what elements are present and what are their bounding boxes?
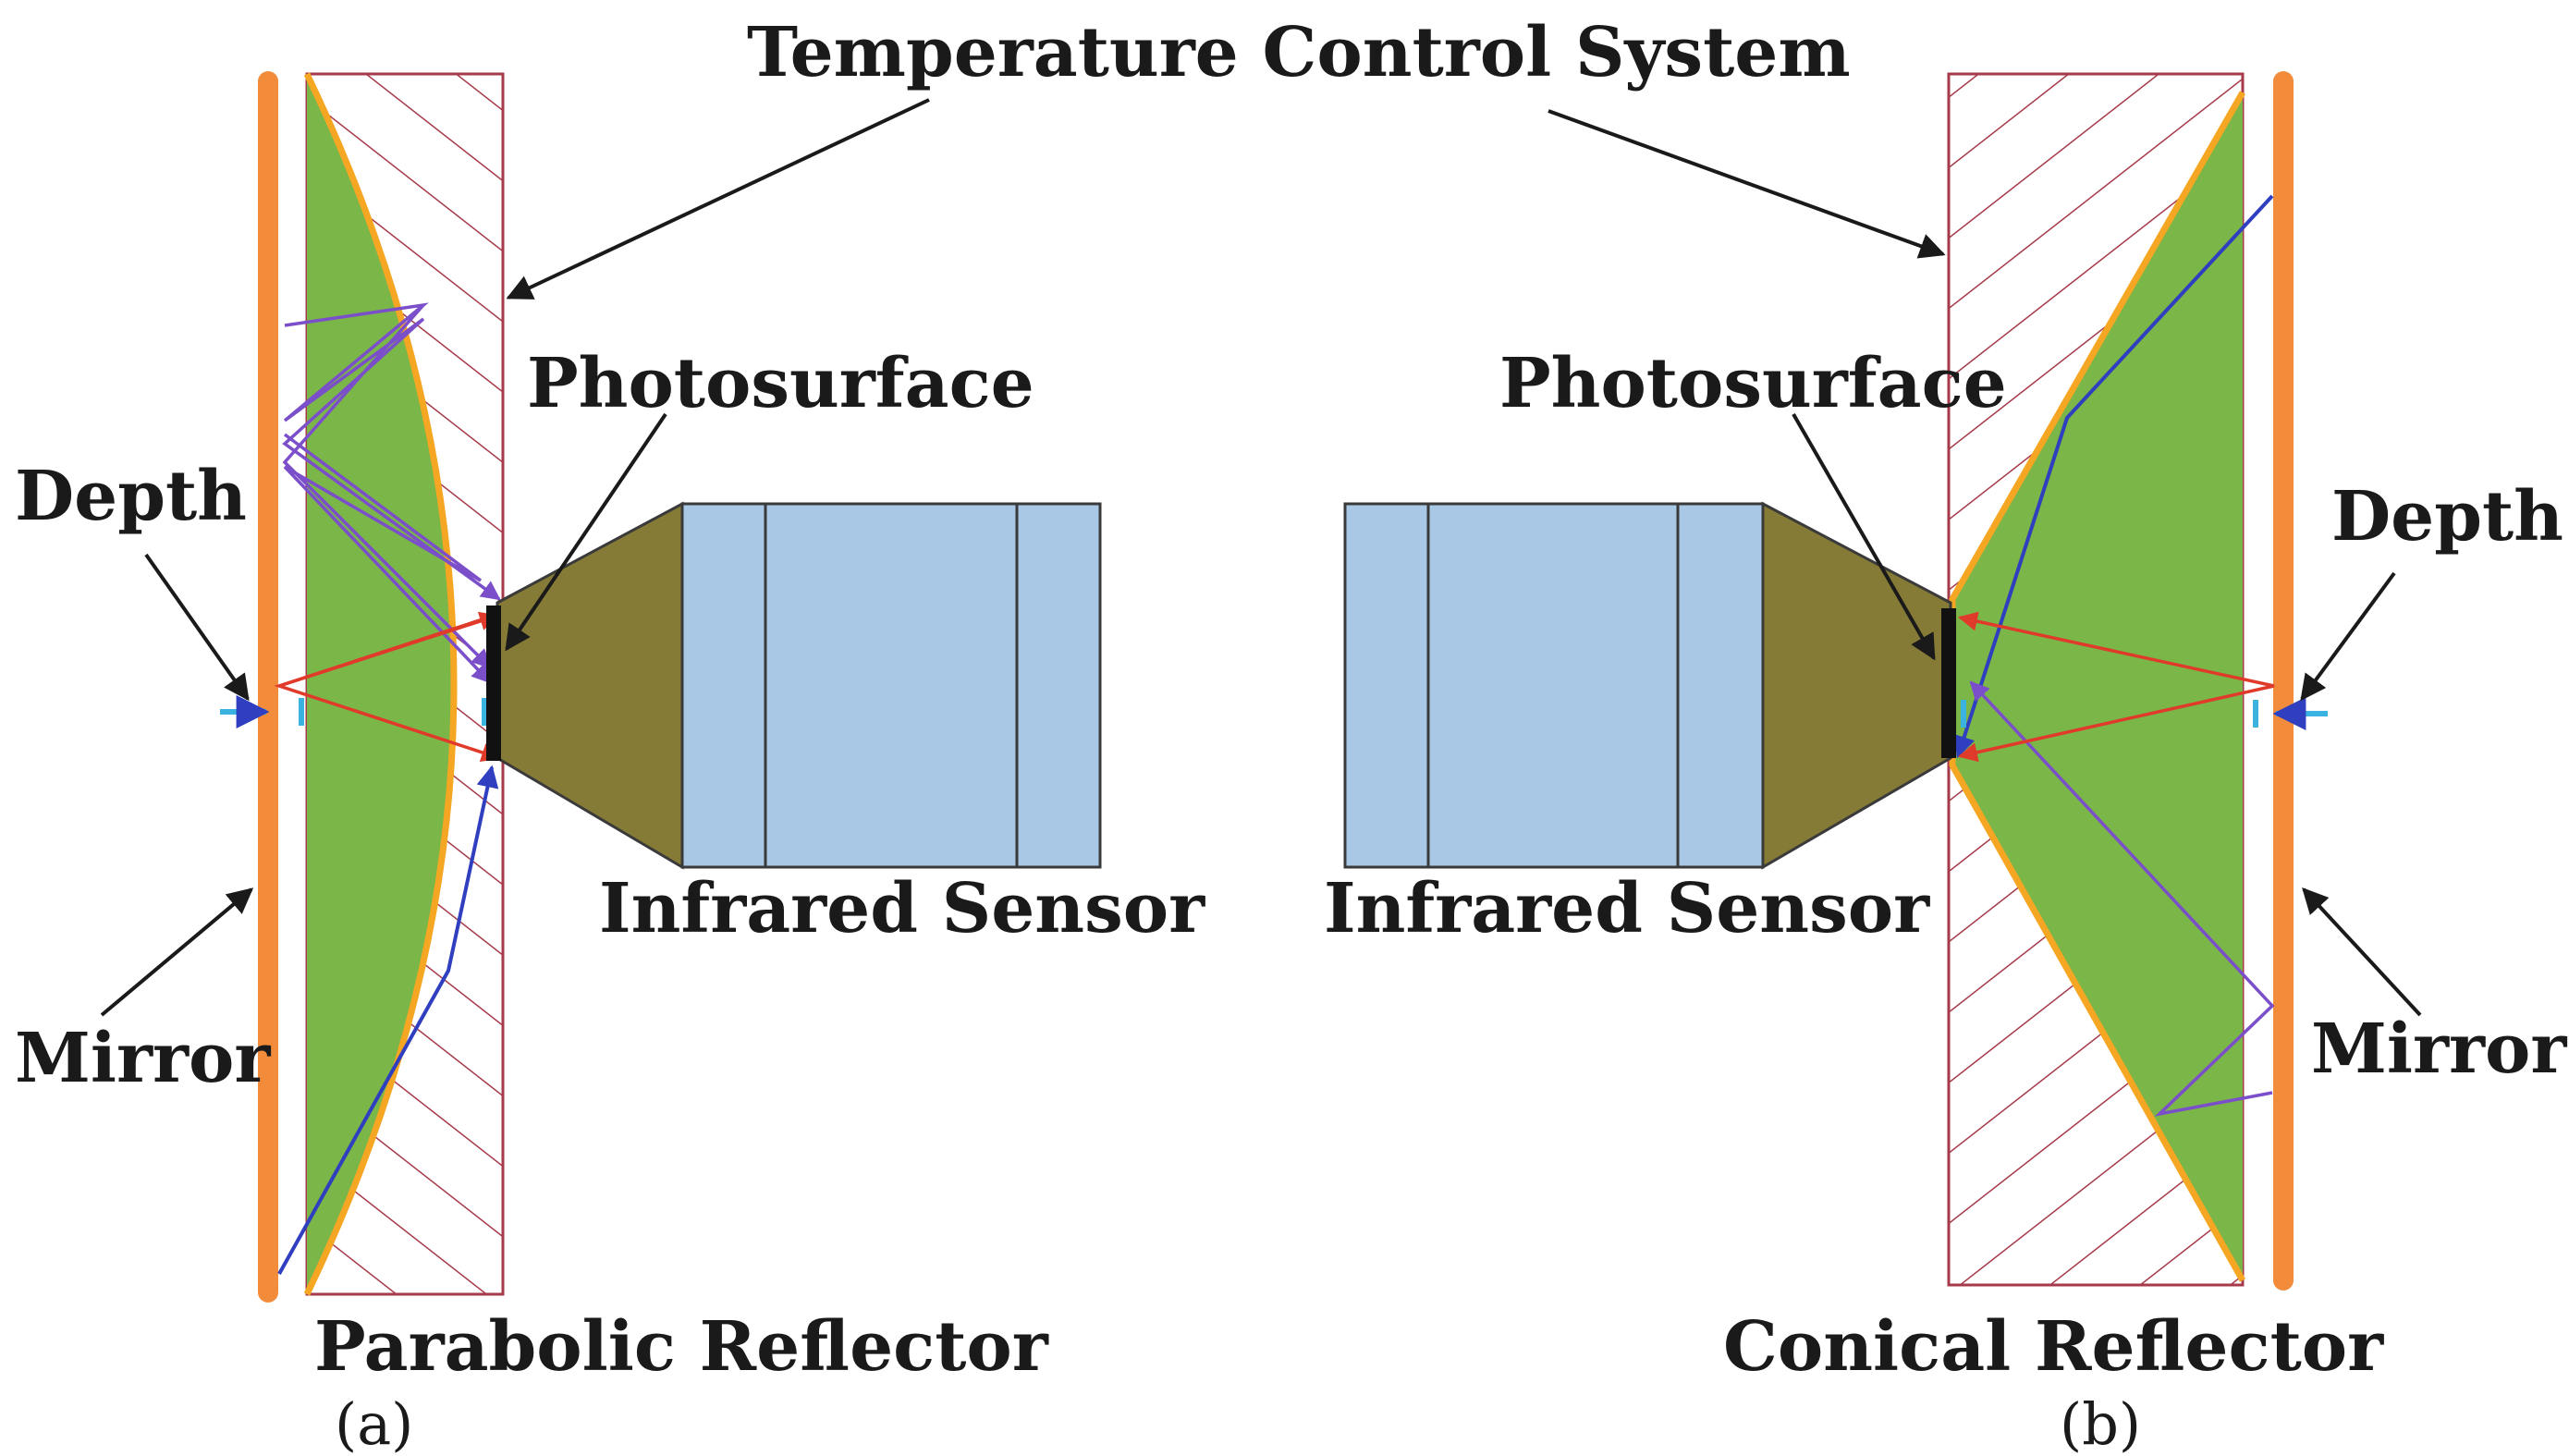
- ray-blue-b: [1953, 194, 2274, 759]
- leader-depth-a: [144, 553, 250, 702]
- parabolic-reflector-edge: [303, 72, 458, 1296]
- panel-a: Depth Mirror Photosurface Infrared Senso…: [15, 71, 1205, 1456]
- sensor-cone-b: [1761, 501, 1952, 870]
- ray-purple-a-3: [282, 303, 492, 669]
- label-photosurface-b: Photosurface: [1499, 344, 2007, 423]
- label-depth-b: Depth: [2331, 477, 2563, 557]
- label-sensor-a: Infrared Sensor: [599, 869, 1205, 948]
- label-mirror-b: Mirror: [2311, 1009, 2567, 1089]
- label-depth-a: Depth: [15, 457, 247, 536]
- conical-reflector-body: [1952, 92, 2243, 1280]
- leader-photosurface-a: [505, 412, 667, 652]
- caption-b: (b): [2060, 1390, 2141, 1456]
- ray-purple-a: [282, 302, 501, 601]
- panel-b: Depth Mirror Photosurface Infrared Senso…: [1324, 71, 2567, 1456]
- label-photosurface-a: Photosurface: [527, 344, 1034, 423]
- sensor-cone-a: [495, 501, 684, 870]
- infrared-sensor-b: [1343, 502, 1765, 869]
- label-reflector-b: Conical Reflector: [1723, 1307, 2384, 1387]
- label-temperature-control: Temperature Control System: [747, 13, 1851, 92]
- ray-blue-a: [277, 765, 499, 1275]
- leader-depth-b: [2300, 571, 2396, 702]
- label-reflector-a: Parabolic Reflector: [314, 1307, 1049, 1387]
- photosurface-a: [486, 606, 501, 761]
- leader-temperature-a: [506, 98, 930, 300]
- ray-purple-b: [1969, 680, 2275, 1117]
- label-sensor-b: Infrared Sensor: [1324, 869, 1930, 948]
- ray-red-b: [1957, 611, 2275, 688]
- leader-mirror-a: [100, 887, 254, 1017]
- label-mirror-a: Mirror: [15, 1019, 271, 1098]
- leader-temperature-b: [1548, 109, 1946, 259]
- photosurface-b: [1941, 608, 1956, 758]
- leader-photosurface-b: [1792, 413, 1936, 661]
- caption-a: (a): [335, 1390, 413, 1456]
- ray-purple-a-2: [283, 433, 492, 684]
- leader-mirror-b: [2302, 887, 2422, 1017]
- infrared-sensor-a: [680, 502, 1102, 869]
